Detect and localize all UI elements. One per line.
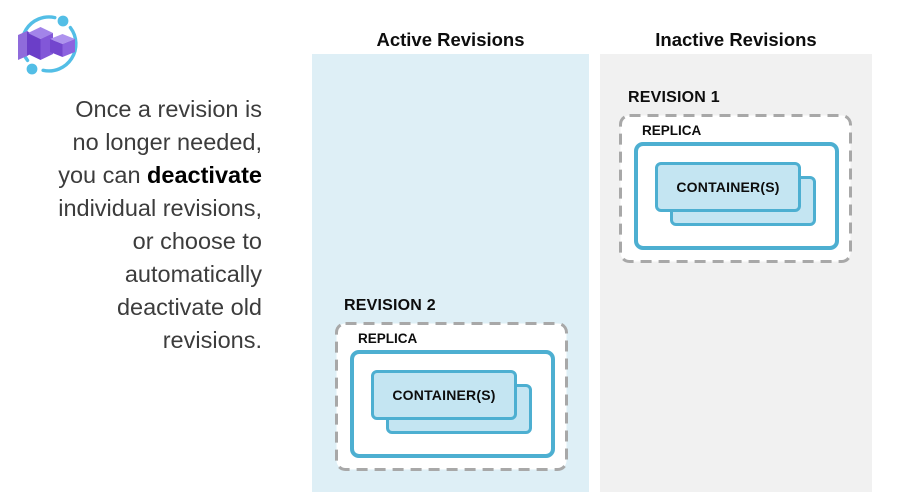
revision-2-group: REVISION 2 REPLICA CONTAINER(S) [335,296,568,471]
container-box-front: CONTAINER(S) [655,162,801,212]
container-stack: CONTAINER(S) [655,162,819,232]
description-line: revisions. [162,327,262,353]
azure-container-apps-logo [12,5,86,77]
description-line: you can deactivate [58,162,262,188]
replica-label: REPLICA [358,331,418,346]
inactive-revisions-header: Inactive Revisions [655,29,817,50]
replica-label: REPLICA [642,123,702,138]
container-apps-icon [18,15,78,75]
description-line: or choose to [132,228,262,254]
revision-1-group: REVISION 1 REPLICA CONTAINER(S) [619,88,852,263]
container-stack: CONTAINER(S) [371,370,535,440]
replica-box: CONTAINER(S) [350,350,555,458]
revision-1-label: REVISION 1 [628,89,720,106]
deactivate-emphasis: deactivate [147,162,262,188]
revision-2-box: REPLICA CONTAINER(S) [335,322,568,471]
description-line: automatically [124,261,262,287]
description-line: Once a revision is [75,96,262,122]
description-text: Once a revision is no longer needed, you… [6,93,262,357]
active-revisions-header: Active Revisions [376,29,525,50]
description-line: deactivate old [116,294,262,320]
container-box-front: CONTAINER(S) [371,370,517,420]
revision-1-box: REPLICA CONTAINER(S) [619,114,852,263]
revision-2-label: REVISION 2 [344,297,436,314]
replica-box: CONTAINER(S) [634,142,839,250]
description-line: individual revisions, [58,195,262,221]
description-line: no longer needed, [72,129,262,155]
